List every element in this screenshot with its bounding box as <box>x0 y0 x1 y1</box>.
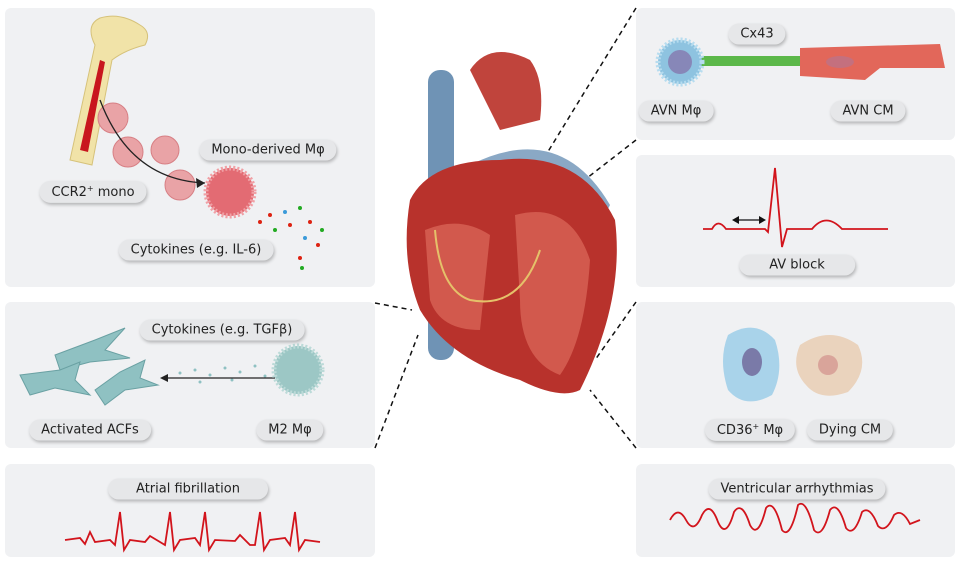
label-activated-acfs: Activated ACFs <box>29 419 151 441</box>
m2-macrophage-icon <box>271 343 325 397</box>
label-avn-cardiomyocyte: AVN CM <box>830 100 906 122</box>
tgfb-dots-icon <box>178 364 267 384</box>
label-m2-macrophage: M2 Mφ <box>256 419 324 441</box>
mphi-text: Mφ <box>759 423 784 439</box>
av-block-ecg-trace <box>703 167 888 248</box>
af-ecg-trace <box>64 511 321 553</box>
label-avn-macrophage: AVN Mφ <box>638 100 714 122</box>
label-cx43: Cx43 <box>728 23 786 45</box>
label-dying-cardiomyocyte: Dying CM <box>806 419 894 441</box>
cd36-superscript: + <box>752 421 760 431</box>
label-ventricular-arrhythmias: Ventricular arrhythmias <box>708 478 886 500</box>
monocyte-icons <box>97 102 196 201</box>
cd36-text: CD36 <box>716 423 753 439</box>
label-av-block: AV block <box>739 254 855 276</box>
label-cytokines-tgfb: Cytokines (e.g. TGFβ) <box>139 319 305 341</box>
ventricular-ecg-trace <box>669 502 921 534</box>
panel-efferocytosis <box>636 302 955 448</box>
mono-text: mono <box>93 185 135 201</box>
label-atrial-fibrillation: Atrial fibrillation <box>108 478 268 500</box>
fibroblast-icons <box>19 327 160 406</box>
migration-arrow <box>99 99 206 184</box>
cytokine-dots-icon <box>258 206 324 270</box>
heart-icon <box>406 52 617 394</box>
ccr2-superscript: + <box>86 183 94 193</box>
ccr2-text: CCR2 <box>51 185 87 201</box>
label-mono-derived-macrophage: Mono-derived Mφ <box>199 139 337 161</box>
label-cd36-macrophage: CD36+ Mφ <box>704 418 796 442</box>
label-ccr2-monocyte: CCR2+ mono <box>39 180 147 204</box>
label-cytokines-il6: Cytokines (e.g. IL-6) <box>118 239 274 261</box>
macrophage-icon <box>203 165 257 219</box>
avn-cardiomyocyte-icon <box>800 44 945 80</box>
bone-marrow-icon <box>69 15 149 166</box>
gap-junction-cx43-icon <box>690 56 800 66</box>
